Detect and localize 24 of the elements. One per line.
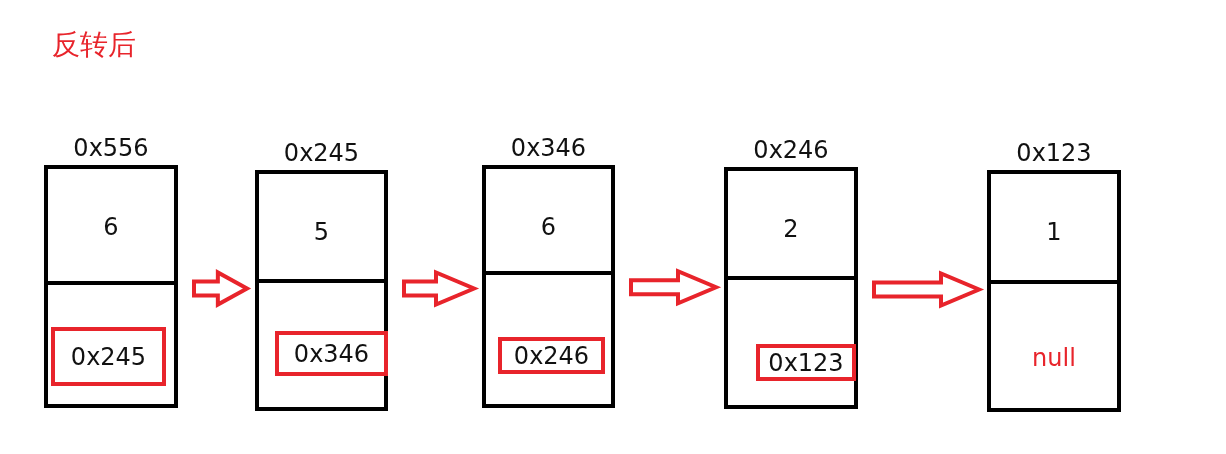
address-text: 0x346: [293, 339, 370, 368]
address-text: 0x123: [768, 348, 844, 377]
highlight-box: [51, 327, 166, 386]
value-text: 6: [539, 215, 558, 239]
highlight-box: [275, 331, 388, 376]
null-text: null: [1031, 346, 1077, 370]
block-arrow: [872, 270, 985, 309]
address-label: 0x123: [1015, 141, 1093, 165]
address-label: 0x346: [509, 136, 588, 160]
block-arrow: [629, 268, 722, 307]
block-arrow: [402, 269, 480, 308]
address-text: 0x245: [70, 342, 147, 371]
value-text: 1: [1045, 220, 1063, 244]
address-text: 0x246: [513, 341, 590, 370]
address-label: 0x556: [72, 136, 150, 160]
title: 反转后: [52, 27, 136, 63]
address-label: 0x246: [752, 138, 830, 162]
value-text: 2: [782, 217, 800, 241]
value-text: 5: [312, 220, 331, 244]
highlight-box: [498, 337, 605, 374]
highlight-box: [756, 344, 856, 381]
value-text: 6: [102, 215, 120, 239]
block-arrow: [192, 269, 252, 308]
address-label: 0x245: [282, 141, 361, 165]
